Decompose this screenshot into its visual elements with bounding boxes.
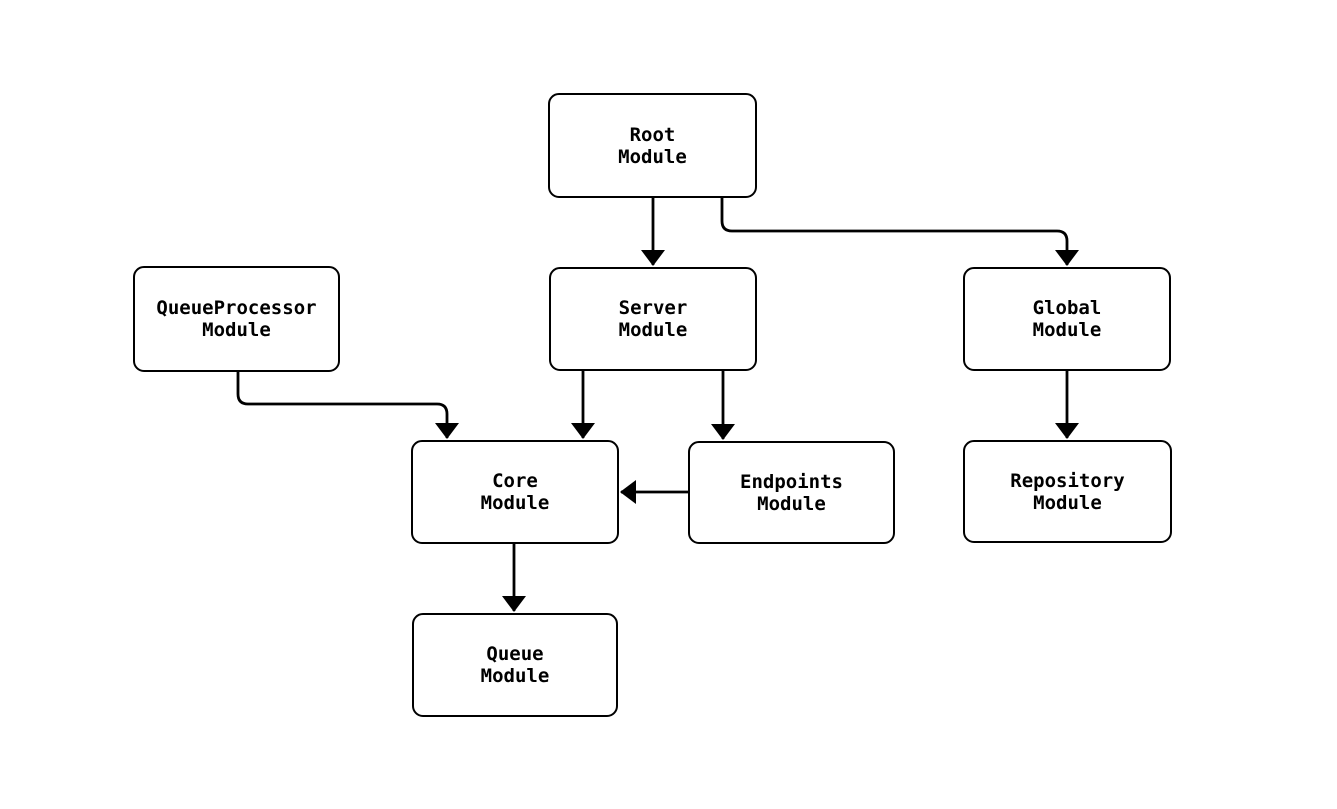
node-root-suffix: Module [618, 145, 687, 168]
node-queue-name: Queue [486, 643, 544, 665]
node-core-name: Core [492, 470, 538, 492]
node-repository-name: Repository [1010, 469, 1125, 492]
node-root-name: Root [629, 123, 676, 146]
node-server-suffix: Module [618, 319, 688, 341]
edge-queueprocessor-to-core [236, 372, 459, 439]
node-global-suffix: Module [1032, 319, 1102, 341]
node-endpoints-name: Endpoints [740, 470, 843, 493]
node-endpoints-suffix: Module [757, 492, 826, 515]
node-core-suffix: Module [480, 492, 550, 514]
node-global-name: Global [1032, 297, 1102, 319]
node-server-name: Server [618, 297, 688, 319]
node-queueprocessor-suffix: Module [202, 319, 271, 341]
node-queueprocessor-name: QueueProcessor [156, 297, 317, 319]
edge-root-to-global [720, 198, 1079, 266]
node-queue-suffix: Module [480, 665, 550, 687]
node-repository-suffix: Module [1033, 491, 1102, 514]
